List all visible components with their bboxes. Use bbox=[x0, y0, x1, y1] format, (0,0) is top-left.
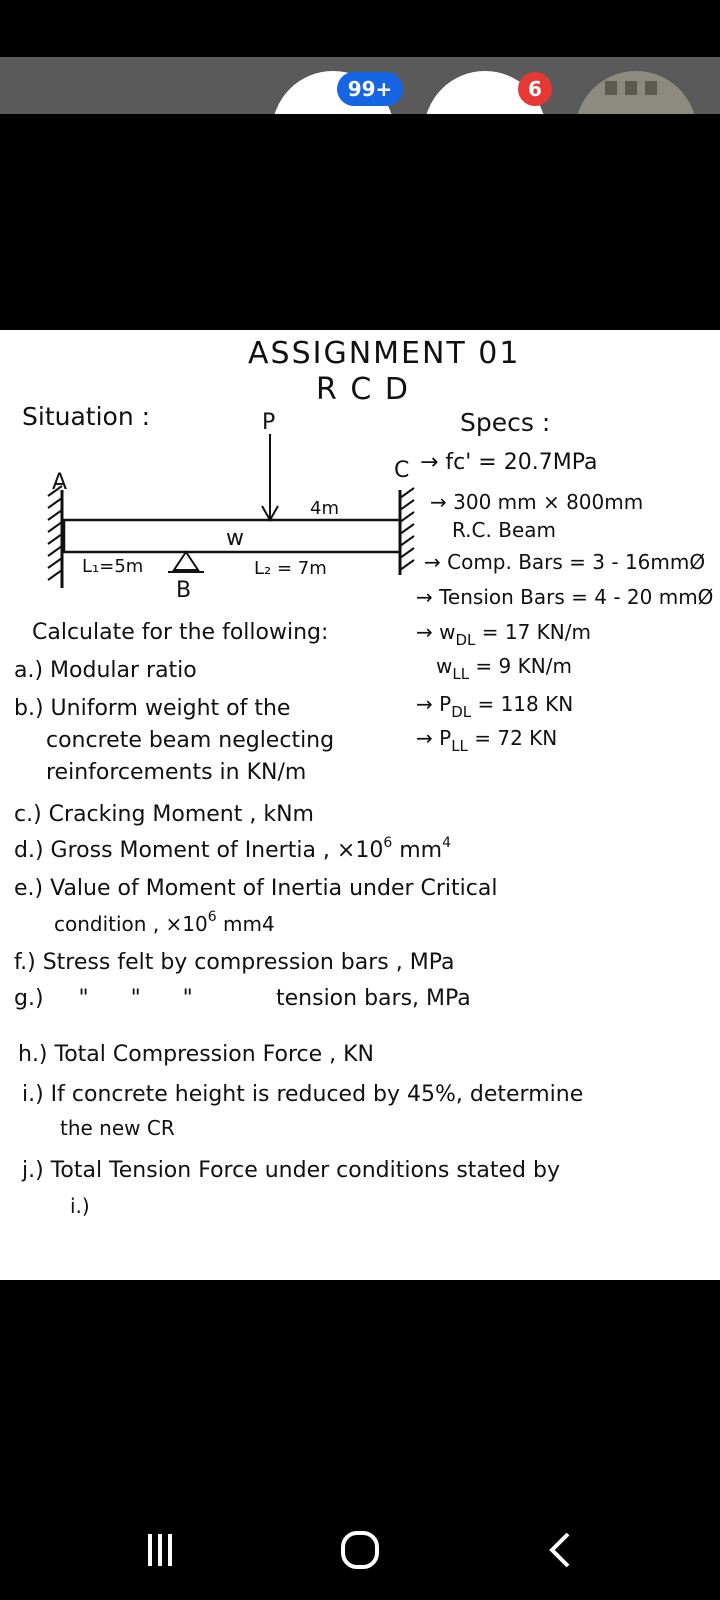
spec-wdl: → wDL = 17 KN/m bbox=[416, 620, 591, 649]
pin-support-b bbox=[168, 550, 204, 573]
status-bar bbox=[0, 0, 720, 57]
label-w: w bbox=[226, 526, 244, 551]
question-i-line2: the new CR bbox=[60, 1116, 175, 1140]
fixed-support-c bbox=[398, 487, 415, 575]
notification-badge: 6 bbox=[518, 72, 552, 106]
spec-tension-bars: → Tension Bars = 4 - 20 mmØ bbox=[416, 585, 714, 609]
home-button[interactable] bbox=[320, 1520, 400, 1580]
beam-diagram bbox=[47, 434, 415, 588]
question-e-line1: e.) Value of Moment of Inertia under Cri… bbox=[14, 876, 498, 901]
home-icon bbox=[341, 1531, 379, 1569]
fixed-support-a bbox=[47, 485, 64, 588]
dim-4m: 4m bbox=[310, 498, 339, 519]
recent-apps-icon bbox=[148, 1534, 172, 1566]
chat-head-3-photo[interactable] bbox=[575, 71, 697, 114]
spec-section: → 300 mm × 800mm bbox=[430, 490, 644, 514]
unread-badge: 99+ bbox=[337, 72, 403, 106]
question-d: d.) Gross Moment of Inertia , ×106 mm4 bbox=[14, 835, 452, 863]
question-e-line2: condition , ×106 mm4 bbox=[54, 909, 275, 936]
label-p: P bbox=[262, 410, 276, 435]
label-c: C bbox=[394, 458, 410, 483]
spec-beam: R.C. Beam bbox=[452, 518, 556, 542]
question-c: c.) Cracking Moment , kNm bbox=[14, 802, 314, 827]
question-b-line1: b.) Uniform weight of the bbox=[14, 696, 291, 721]
question-h: h.) Total Compression Force , KN bbox=[18, 1042, 375, 1067]
questions-intro: Calculate for the following: bbox=[32, 620, 329, 645]
specs-title: Specs : bbox=[460, 408, 551, 437]
situation-label: Situation : bbox=[22, 402, 151, 431]
point-load-arrow bbox=[261, 434, 279, 523]
dim-l2: L₂ = 7m bbox=[254, 558, 327, 579]
spec-pll: → PLL = 72 KN bbox=[416, 726, 558, 755]
question-i-line1: i.) If concrete height is reduced by 45%… bbox=[22, 1082, 584, 1107]
label-b: B bbox=[176, 578, 192, 603]
question-b-line3: reinforcements in KN/m bbox=[46, 760, 307, 785]
spec-fc: → fc' = 20.7MPa bbox=[420, 450, 598, 475]
spec-wll: wLL = 9 KN/m bbox=[436, 654, 572, 683]
back-icon bbox=[549, 1532, 570, 1568]
assignment-image[interactable]: ASSIGNMENT 01 R C D Situation : Specs : bbox=[0, 330, 720, 1280]
question-b-line2: concrete beam neglecting bbox=[46, 728, 335, 753]
title-line-2: R C D bbox=[316, 372, 410, 407]
back-button[interactable] bbox=[520, 1520, 600, 1580]
question-a: a.) Modular ratio bbox=[14, 658, 197, 683]
spec-comp-bars: → Comp. Bars = 3 - 16mmØ bbox=[424, 550, 706, 574]
question-j-line1: j.) Total Tension Force under conditions… bbox=[22, 1158, 560, 1183]
dim-l1: L₁=5m bbox=[82, 556, 144, 577]
label-a: A bbox=[52, 470, 68, 495]
recent-apps-button[interactable] bbox=[120, 1520, 200, 1580]
question-j-line2: i.) bbox=[70, 1194, 90, 1218]
spec-pdl: → PDL = 118 KN bbox=[416, 692, 574, 721]
navigation-bar bbox=[0, 1500, 720, 1600]
beam bbox=[62, 518, 402, 554]
question-f: f.) Stress felt by compression bars , MP… bbox=[14, 950, 455, 975]
title-line-1: ASSIGNMENT 01 bbox=[248, 336, 521, 371]
question-g: g.) " " "tension bars, MPa bbox=[14, 986, 471, 1011]
